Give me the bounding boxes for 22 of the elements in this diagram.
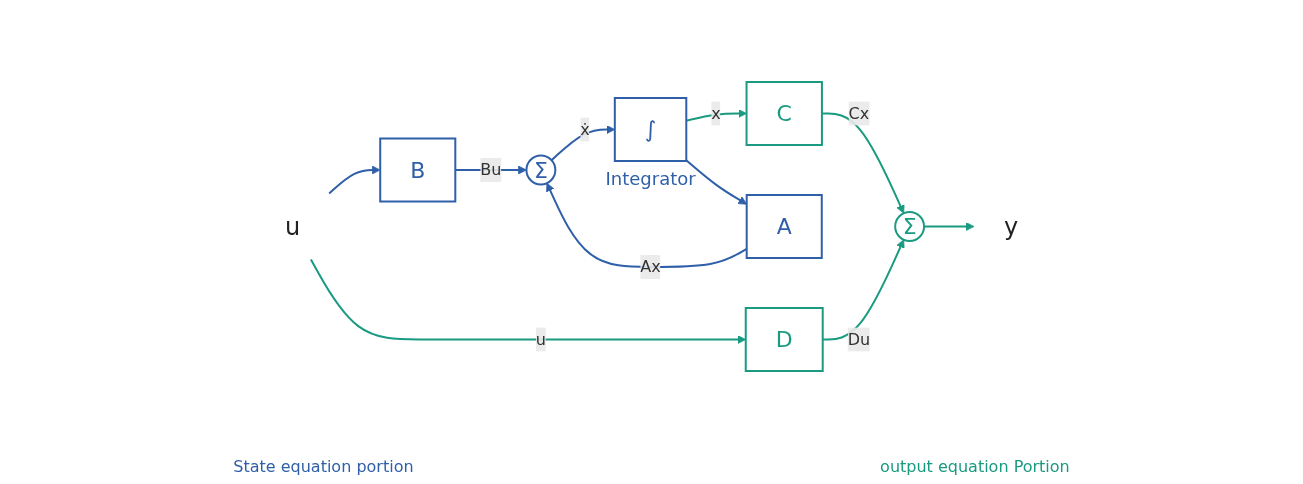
edge-label: Ax [640, 257, 661, 276]
edge-label: Cx [848, 103, 870, 123]
edge-label: Du [847, 329, 871, 349]
arrow [309, 258, 746, 344]
edge-label: Bu [480, 160, 502, 179]
arrow [328, 165, 381, 195]
block-caption: Integrator [605, 168, 696, 189]
node-box: ∫ [613, 97, 688, 162]
node-circle: Σ [525, 154, 557, 186]
node-circle: Σ [894, 211, 925, 242]
portion-label: State equation portion [233, 457, 414, 476]
edge-label: u [535, 329, 546, 349]
node-box: D [744, 307, 824, 372]
edge-label: x [711, 103, 721, 123]
node-box: B [379, 137, 457, 203]
node-text: u [284, 212, 301, 241]
edge-label: ẋ [580, 119, 590, 139]
node-box: A [745, 194, 823, 259]
portion-label: output equation Portion [880, 457, 1070, 476]
node-box: C [745, 81, 823, 146]
arrow [685, 159, 747, 205]
node-text: y [1003, 212, 1019, 241]
